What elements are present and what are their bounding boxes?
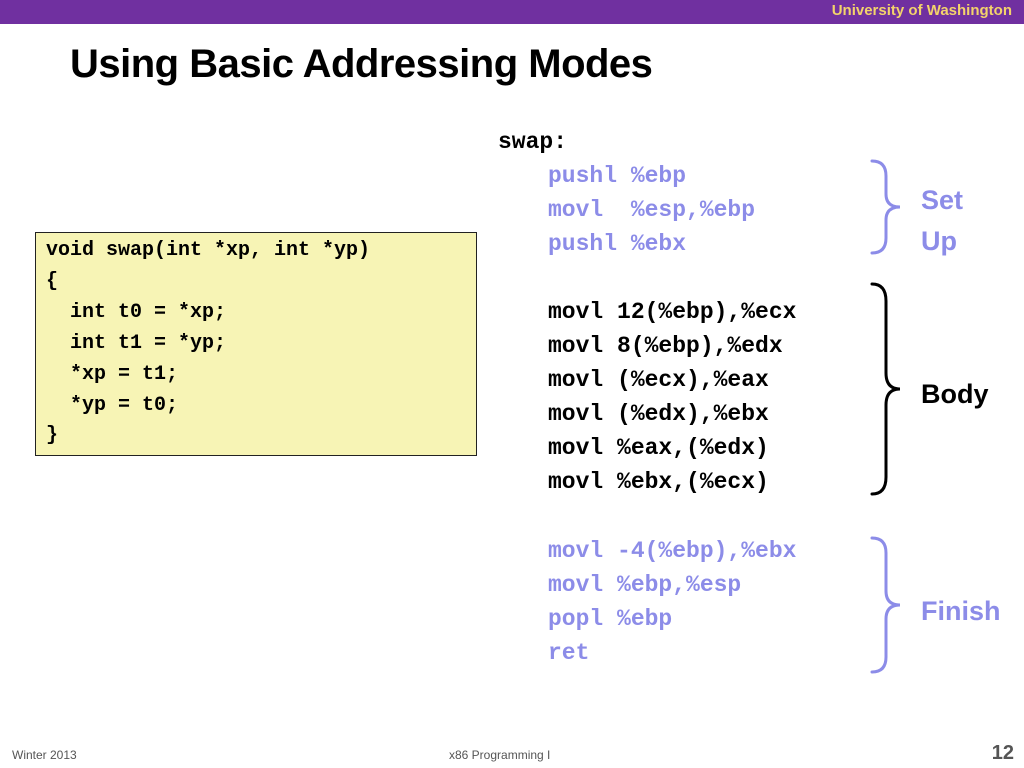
c-code-line: int t1 = *yp; (46, 332, 227, 355)
footer-course: x86 Programming I (449, 748, 551, 762)
page-number: 12 (991, 742, 1014, 764)
asm-setup-line: pushl %ebp (548, 163, 687, 189)
setup-label: Up (921, 226, 957, 256)
asm-finish-line: popl %ebp (548, 606, 673, 632)
asm-body-line: movl (%edx),%ebx (548, 401, 769, 427)
asm-setup-line: pushl %ebx (548, 231, 687, 257)
asm-body-line: movl %eax,(%edx) (548, 435, 769, 461)
asm-finish-line: movl -4(%ebp),%ebx (548, 538, 797, 564)
asm-finish-line: movl %ebp,%esp (548, 572, 742, 598)
body-brace-icon (870, 282, 901, 496)
asm-setup-line: movl %esp,%ebp (548, 197, 756, 223)
c-code-line: void swap(int *xp, int *yp) (46, 239, 371, 262)
c-code-line: *yp = t0; (46, 394, 179, 417)
asm-body-line: movl %ebx,(%ecx) (548, 469, 769, 495)
c-code-line: int t0 = *xp; (46, 301, 227, 324)
c-code-line: *xp = t1; (46, 363, 179, 386)
c-code-line: } (46, 424, 59, 447)
asm-finish-line: ret (548, 640, 590, 666)
setup-brace-icon (870, 159, 901, 255)
slide-title: Using Basic Addressing Modes (70, 42, 653, 86)
asm-function-label: swap: (498, 129, 568, 155)
setup-label: Set (921, 185, 964, 215)
header-bar: University of Washington (0, 0, 1024, 24)
institution-name: University of Washington (831, 2, 1012, 19)
c-code-line: { (46, 270, 59, 293)
c-code-box: void swap(int *xp, int *yp) { int t0 = *… (35, 232, 477, 456)
asm-body-line: movl 12(%ebp),%ecx (548, 299, 797, 325)
finish-brace-icon (870, 536, 901, 674)
asm-body-line: movl (%ecx),%eax (548, 367, 769, 393)
finish-label: Finish (921, 596, 1001, 626)
footer-term: Winter 2013 (12, 748, 77, 762)
body-label: Body (921, 379, 989, 409)
asm-body-line: movl 8(%ebp),%edx (548, 333, 783, 359)
